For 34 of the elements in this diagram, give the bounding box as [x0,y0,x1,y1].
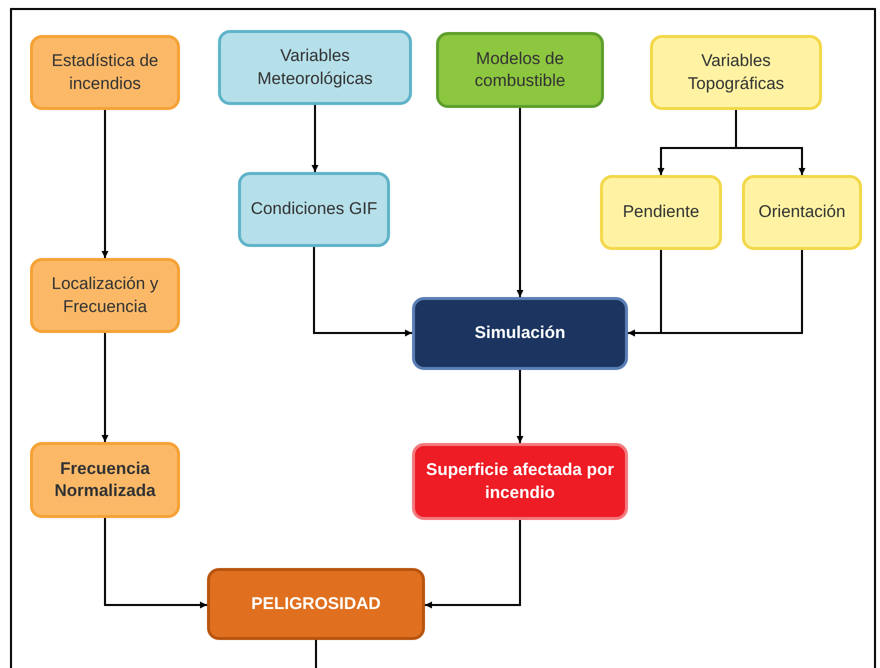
box-label: Simulación [474,322,566,344]
box-label: Variables Topográficas [686,50,786,94]
process-box [742,175,862,250]
box-label: Modelos de combustible [474,48,566,92]
process-box [650,35,822,110]
process-box [30,258,180,333]
box-label: Estadística de incendios [50,50,160,94]
box-label: Pendiente [622,201,700,224]
arrow [104,518,207,608]
box-label: Variables Meteorológicas [256,45,374,90]
arrow [516,370,524,443]
process-box [30,442,180,518]
box-label: PELIGROSIDAD [251,592,381,615]
arrow [425,520,521,608]
process-box [412,297,628,370]
process-box [412,443,628,520]
process-box [207,568,425,640]
arrow [516,108,524,297]
process-box [30,35,180,110]
arrow [628,250,803,336]
box-label: Orientación [758,201,846,224]
arrow [313,247,412,336]
arrow [312,105,318,172]
process-box [600,175,722,250]
arrow [102,333,108,442]
arrow [735,110,806,175]
arrow [102,110,108,258]
process-box [238,172,390,247]
box-label: Condiciones GIF [250,198,378,220]
process-box [436,32,604,108]
box-label: Superficie afectada por incendio [424,459,615,504]
box-label: Localización y Frecuencia [50,273,160,318]
process-box [218,30,412,105]
box-label: Frecuencia Normalizada [53,458,157,502]
